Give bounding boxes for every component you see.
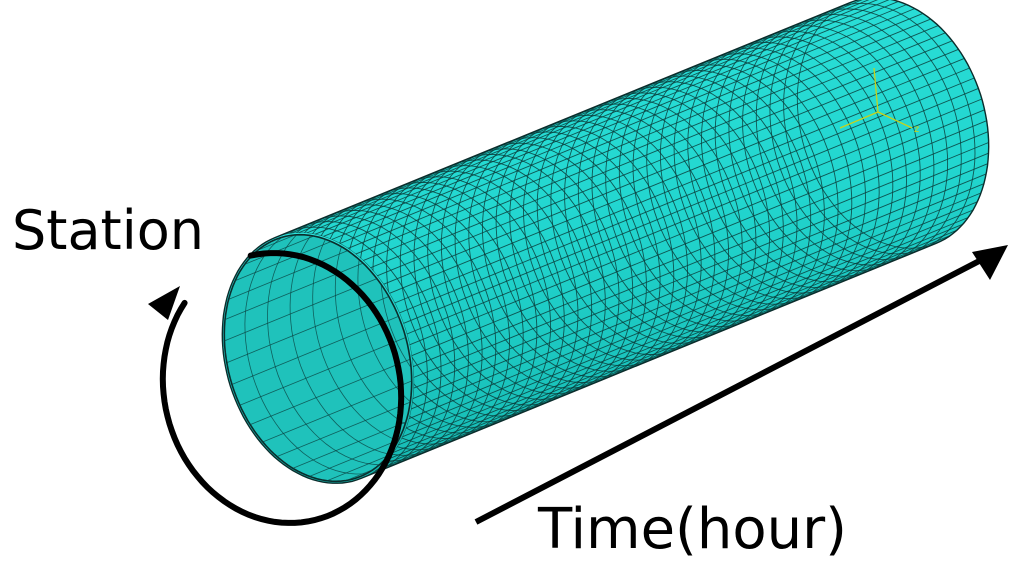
mesh-ring-line <box>714 30 907 283</box>
mesh-ring-line <box>509 114 702 367</box>
inner-axial-line <box>248 295 412 426</box>
inner-axial-line <box>274 327 412 458</box>
mesh-ring-line <box>481 126 675 378</box>
mesh-ring-line <box>427 148 620 400</box>
triad-axis-x <box>839 111 879 129</box>
station-label: Station <box>12 199 204 262</box>
mesh-ring-line <box>646 58 839 311</box>
mesh-ring-line <box>728 25 921 277</box>
mesh-ring-line <box>742 19 935 272</box>
mesh-ring-line <box>618 70 812 322</box>
mesh-ring-line <box>687 42 880 294</box>
mesh-ring-line <box>632 64 825 316</box>
mesh-ring-line <box>783 2 976 255</box>
mesh-ring-line <box>673 47 866 300</box>
time-axis-label: Time(hour) <box>538 497 848 562</box>
station-arrow-arc <box>159 250 405 526</box>
coordinate-triad-icon: z <box>839 67 919 135</box>
mesh-ring-line <box>399 159 593 411</box>
inner-axial-line <box>260 313 412 444</box>
inner-axial-line <box>241 234 412 267</box>
triad-axis-y <box>873 67 879 113</box>
annotation-arrows <box>148 245 1008 526</box>
triad-z-label: z <box>914 124 919 135</box>
mesh-ring-line <box>495 120 688 372</box>
mesh-ring-line <box>536 103 730 355</box>
mesh-ring-line <box>523 109 716 361</box>
mesh-ring-line <box>769 8 962 260</box>
inner-axial-line <box>224 234 412 364</box>
mesh-ring-line <box>468 131 661 383</box>
mesh-ring-line <box>413 153 606 406</box>
inner-axial-line <box>232 234 412 283</box>
mesh-ring-line <box>550 98 743 350</box>
inner-axial-line <box>237 276 412 407</box>
mesh-ring-line <box>755 14 949 266</box>
mesh-ring-line <box>701 36 894 288</box>
mesh-ring-line <box>564 92 757 344</box>
time-arrow-head <box>972 245 1008 280</box>
inner-axial-line <box>229 255 412 386</box>
time-arrow-shaft <box>474 255 987 525</box>
inner-axial-line <box>323 352 412 482</box>
mesh-ring-line <box>440 142 634 395</box>
station-arrow-head <box>148 286 180 320</box>
mesh-ring-line <box>591 81 784 333</box>
mesh-ring-line <box>454 137 647 389</box>
cylinder-silhouette <box>221 0 990 484</box>
mesh-ring-line <box>577 86 771 339</box>
inner-axial-line <box>306 347 412 478</box>
mesh-ring-line <box>659 53 853 305</box>
triad-axis-z <box>877 111 913 129</box>
mesh-ring-line <box>605 75 798 328</box>
inner-axial-line <box>290 339 412 470</box>
